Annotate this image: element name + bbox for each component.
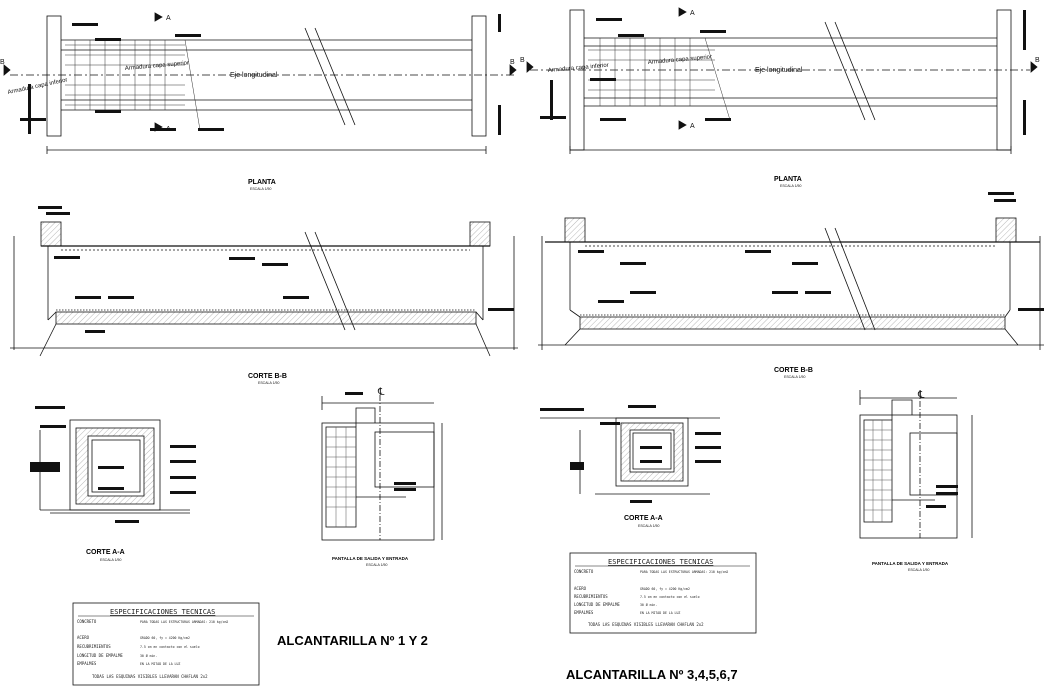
right-spec-value-4: EN LA MITAD DE LA LUZ: [640, 611, 680, 615]
right-spec-footer: TODAS LAS ESQUINAS VISIBLES LLEVARAN CHA…: [588, 622, 704, 627]
left-corte-b-view: [10, 206, 518, 357]
left-spec-value-1: GRADO 60, fy = 4200 Kg/cm2: [140, 636, 190, 640]
right-spec-key-4: EMPALMES: [574, 610, 594, 615]
left-plan-title: PLANTA: [248, 179, 276, 186]
left-spec-key-1: ACERO: [77, 635, 90, 640]
left-plan-label-superior: Armadura capa superior: [125, 60, 190, 72]
left-spec-heading: ESPECIFICACIONES TECNICAS: [110, 608, 215, 616]
left-spec-footer: TODAS LAS ESQUINAS VISIBLES LLEVARAN CHA…: [92, 674, 208, 679]
left-section-mark-a-bottom: A: [166, 126, 171, 133]
left-sheet: A A B B Eje longitudinal Armadura capa s…: [0, 12, 518, 686]
right-corte-b-title: CORTE B-B: [774, 367, 813, 374]
left-plan-wall-left: [46, 15, 62, 137]
left-corte-a-view: [30, 406, 196, 523]
right-spec-key-0: CONCRETO: [574, 569, 594, 574]
right-plan-wall-right: [996, 9, 1012, 151]
left-plan-view: [3, 12, 517, 154]
left-plan-wall-right: [471, 15, 487, 137]
left-spec-key-0: CONCRETO: [77, 619, 97, 624]
left-plan-label-inferior: Armadura capa inferior: [7, 77, 68, 96]
right-plan-view: [526, 7, 1038, 154]
left-section-mark-a-top: A: [166, 15, 171, 22]
right-spec-table: ESPECIFICACIONES TECNICAS CONCRETO PARA …: [569, 552, 757, 634]
left-pantalla-view: [321, 392, 443, 541]
left-section-mark-b-right: B: [510, 59, 515, 66]
right-spec-value-3: 30 Ø mín.: [640, 602, 657, 607]
right-corte-a-view: [540, 405, 721, 503]
right-section-mark-b-right: B: [1035, 57, 1040, 64]
right-spec-key-2: RECUBRIMIENTOS: [574, 594, 608, 599]
right-pantalla-title: PANTALLA DE SALIDA Y ENTRADA: [872, 561, 949, 566]
left-spec-key-3: LONGITUD DE EMPALME: [77, 653, 123, 658]
right-corte-a-scale: ESCALA 1/50: [638, 524, 659, 528]
left-sheet-title: ALCANTARILLA Nº 1 Y 2: [277, 633, 428, 648]
right-pantalla-centerline: ℄: [917, 390, 925, 401]
right-corte-b-view: [538, 192, 1044, 350]
right-plan-wall-left: [569, 9, 585, 151]
right-spec-heading: ESPECIFICACIONES TECNICAS: [608, 558, 713, 566]
left-spec-value-4: EN LA MITAD DE LA LUZ: [140, 662, 180, 666]
left-corte-a-scale: ESCALA 1/50: [100, 558, 121, 562]
right-plan-label-inferior: Armadura capa inferior: [548, 63, 609, 74]
right-spec-value-2: 7.5 cm en contacto con el suelo: [640, 595, 700, 599]
left-spec-key-2: RECUBRIMIENTOS: [77, 644, 111, 649]
right-section-mark-b-left: B: [520, 57, 525, 64]
left-section-mark-b-left: B: [0, 59, 5, 66]
left-corte-a-title: CORTE A-A: [86, 549, 125, 556]
right-spec-value-0: PARA TODAS LAS ESTRUCTURAS ARMADAS: 210 …: [640, 570, 728, 574]
left-spec-key-4: EMPALMES: [77, 661, 97, 666]
left-spec-value-2: 7.5 cm en contacto con el suelo: [140, 645, 200, 649]
left-plan-scale: ESCALA 1/50: [250, 187, 271, 191]
left-plan-label-eje: Eje longitudinal: [230, 72, 278, 79]
right-sheet: A A B B Eje longitudinal Armadura capa s…: [520, 7, 1044, 682]
left-corte-b-title: CORTE B-B: [248, 373, 287, 380]
right-plan-title: PLANTA: [774, 176, 802, 183]
left-corte-b-scale: ESCALA 1/50: [258, 381, 279, 385]
right-corte-b-scale: ESCALA 1/50: [784, 375, 805, 379]
right-spec-value-1: GRADO 60, fy = 4200 Kg/cm2: [640, 587, 690, 591]
right-spec-key-1: ACERO: [574, 586, 587, 591]
right-spec-key-3: LONGITUD DE EMPALME: [574, 602, 620, 607]
left-spec-value-0: PARA TODAS LAS ESTRUCTURAS ARMADAS: 210 …: [140, 620, 228, 624]
right-pantalla-view: [859, 390, 973, 539]
right-corte-a-title: CORTE A-A: [624, 515, 663, 522]
right-plan-label-eje: Eje longitudinal: [755, 67, 803, 74]
left-pantalla-centerline: ℄: [377, 387, 385, 398]
left-spec-value-3: 30 Ø mín.: [140, 653, 157, 658]
right-section-mark-a-top: A: [690, 10, 695, 17]
left-spec-table: ESPECIFICACIONES TECNICAS CONCRETO PARA …: [72, 602, 260, 686]
left-pantalla-title: PANTALLA DE SALIDA Y ENTRADA: [332, 556, 409, 561]
right-pantalla-scale: ESCALA 1/50: [908, 568, 929, 572]
right-sheet-title: ALCANTARILLA Nº 3,4,5,6,7: [566, 667, 738, 682]
right-plan-label-superior: Armadura capa superior: [648, 54, 713, 66]
right-section-mark-a-bottom: A: [690, 123, 695, 130]
left-pantalla-scale: ESCALA 1/50: [366, 563, 387, 567]
right-plan-scale: ESCALA 1/50: [780, 184, 801, 188]
